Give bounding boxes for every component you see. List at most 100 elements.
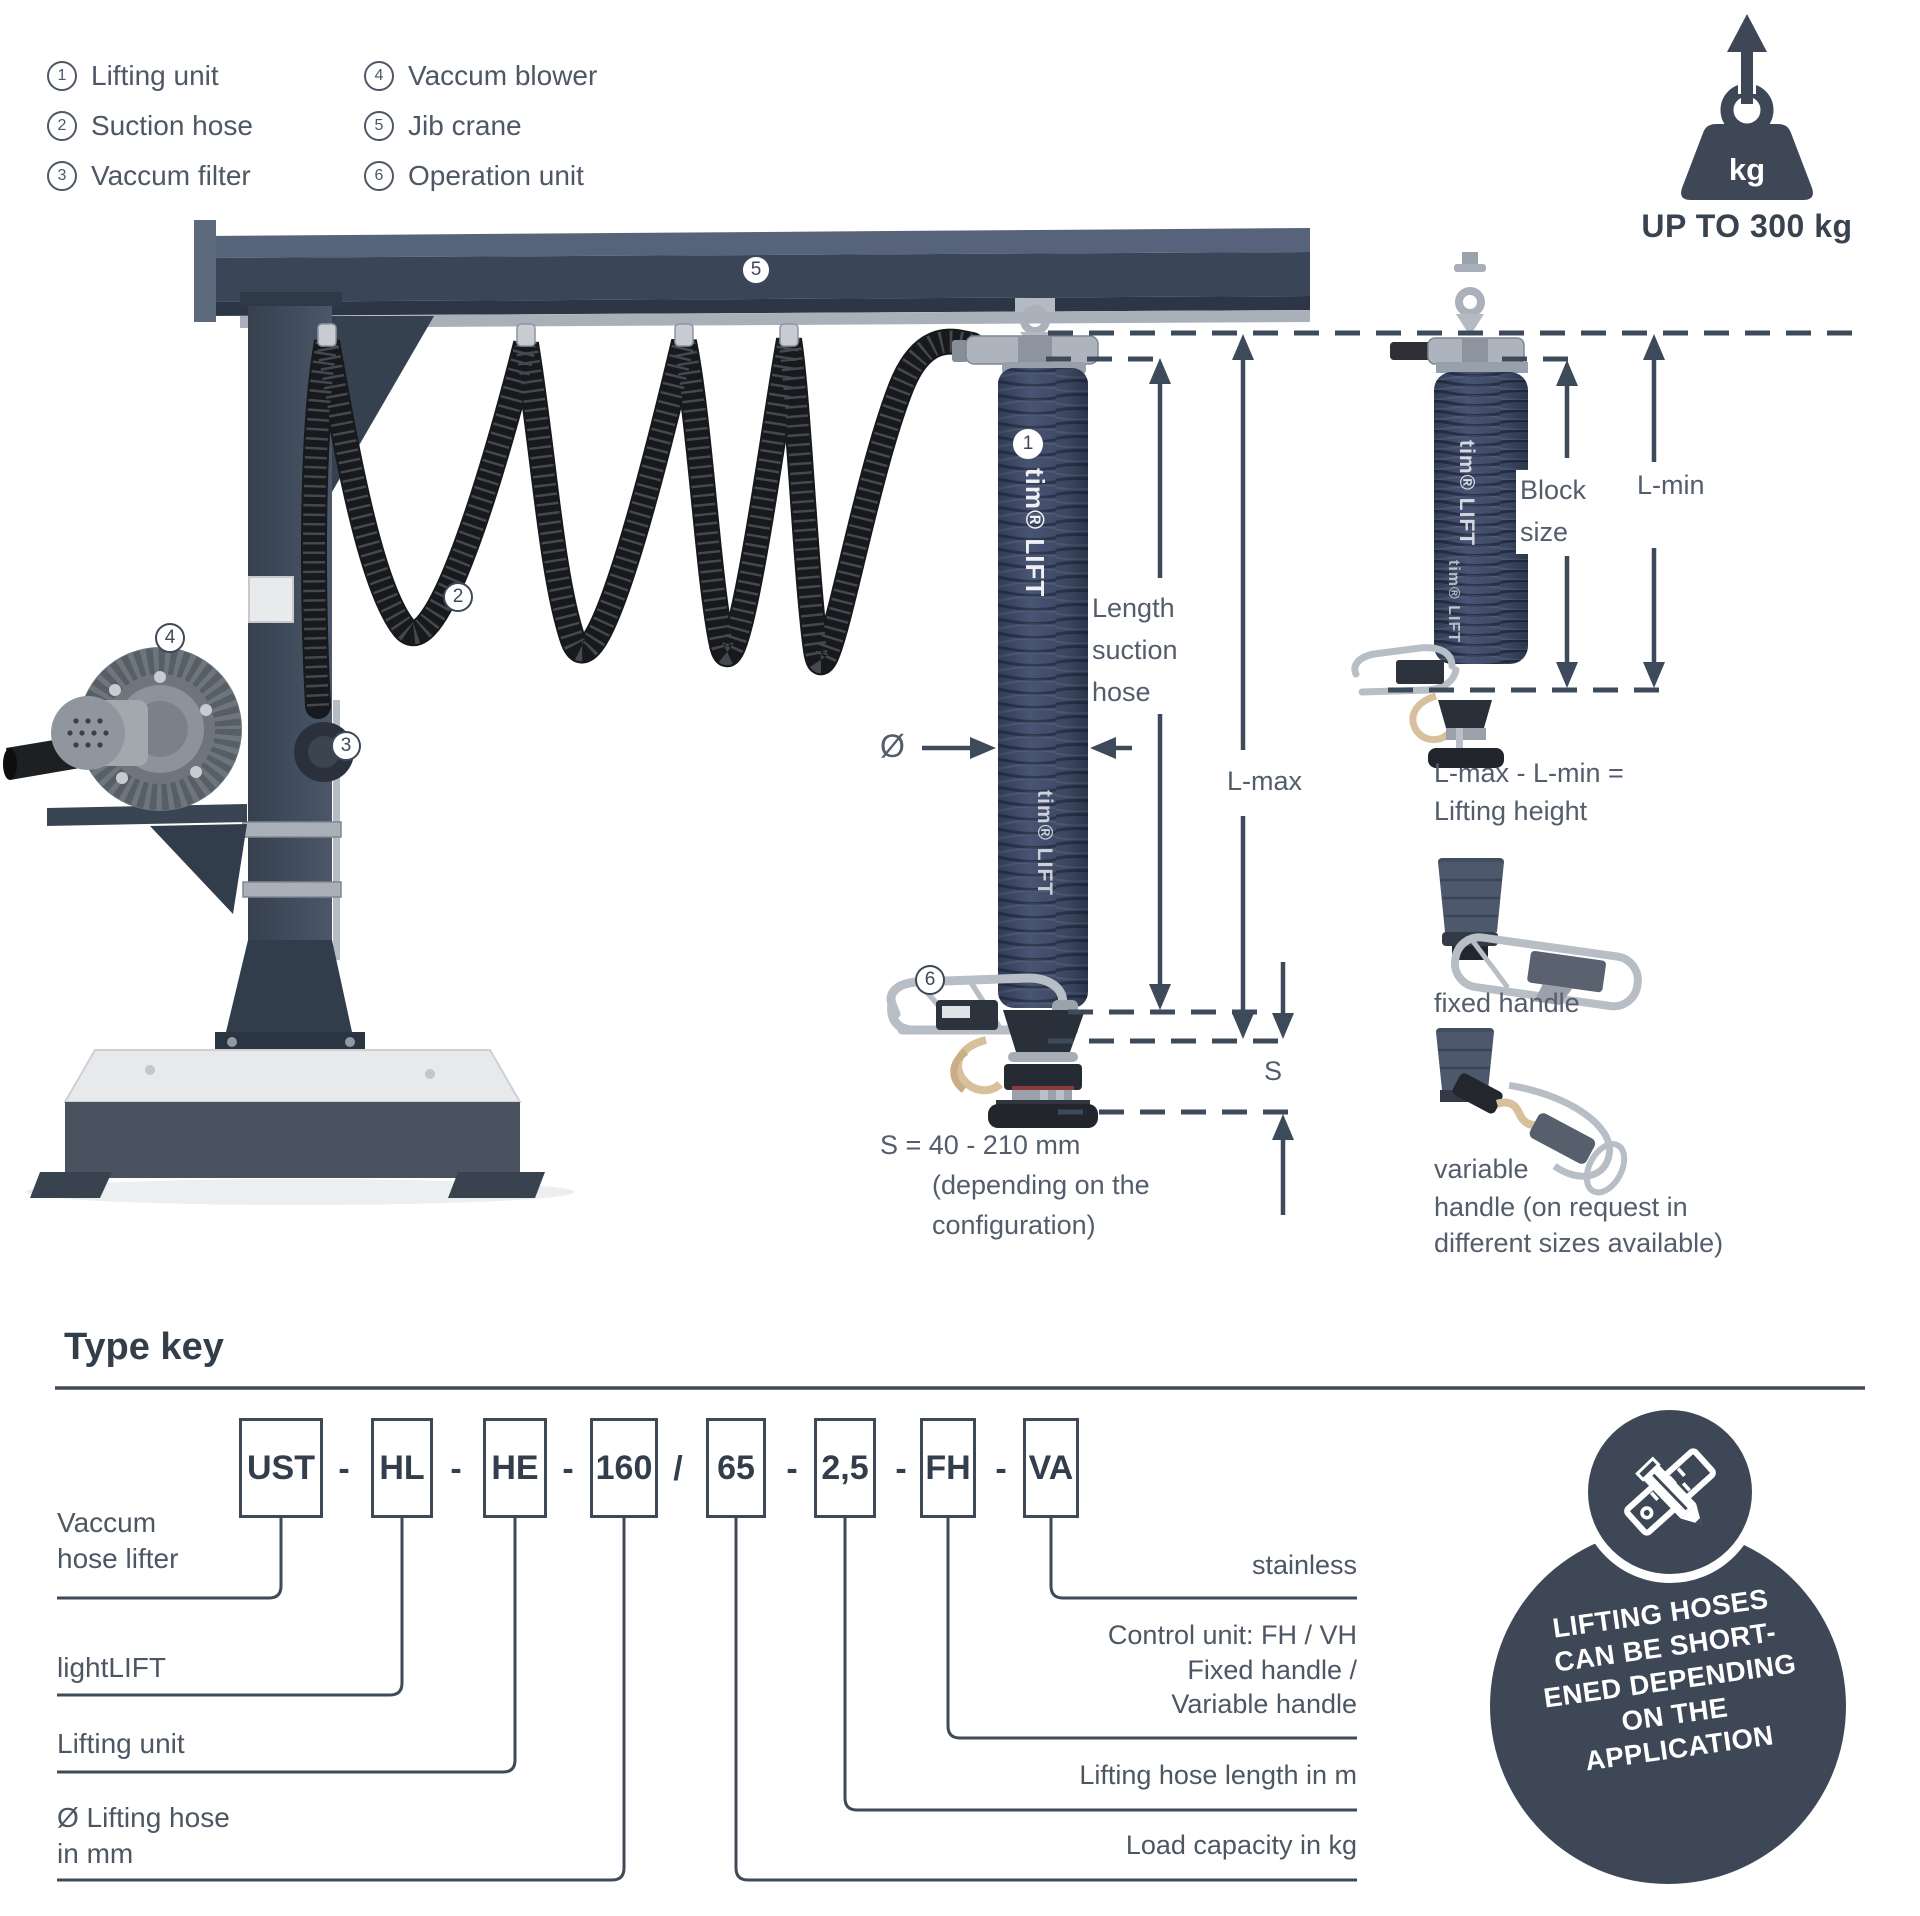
- type-key-separator: -: [338, 1450, 350, 1488]
- base-front: [65, 1102, 520, 1178]
- legend-label: Vaccum blower: [408, 60, 598, 91]
- legend-label: Lifting unit: [91, 60, 219, 91]
- type-key-label-hose-diameter: Ø Lifting hose in mm: [57, 1800, 230, 1873]
- swivel-hook: [1020, 305, 1050, 335]
- type-key-label-lightlift: lightLIFT: [57, 1650, 166, 1686]
- lifting-height-line2: Lifting height: [1434, 796, 1588, 826]
- lifting-height-line1: L-max - L-min =: [1434, 758, 1624, 788]
- up-arrow-icon: [1727, 14, 1767, 52]
- kg-badge-label: kg: [1728, 152, 1766, 187]
- type-key-connectors: [55, 1386, 1865, 1882]
- type-key-box-ust: UST: [239, 1418, 323, 1518]
- type-key-separator: -: [786, 1450, 798, 1488]
- type-key-label-vacuum-hose-lifter: Vaccum hose lifter: [57, 1505, 178, 1578]
- type-key-box-he: HE: [483, 1418, 547, 1518]
- tk-line: Fixed handle /: [1187, 1654, 1357, 1685]
- s-label: S: [1264, 1056, 1283, 1086]
- column-foot: [226, 940, 352, 1032]
- l-min-label: L-min: [1632, 468, 1710, 504]
- legend-number: 2: [47, 111, 77, 141]
- type-key-box-160: 160: [590, 1418, 658, 1518]
- tk-line: Variable handle: [1171, 1689, 1357, 1720]
- fixed-handle-photo: [1438, 858, 1642, 1011]
- marker-operation-unit: 6: [915, 965, 945, 995]
- fixed-handle-label: fixed handle: [1434, 988, 1580, 1018]
- legend-number: 4: [364, 61, 394, 91]
- badge-circle: [1490, 1528, 1846, 1884]
- l-max-label: L-max: [1222, 764, 1308, 800]
- diameter-label: Ø: [880, 728, 905, 764]
- column-label: [248, 576, 294, 623]
- marker-vacuum-filter: 3: [331, 731, 361, 761]
- tk-line: Load capacity in kg: [1125, 1830, 1357, 1860]
- marker-suction-hose: 2: [443, 582, 473, 612]
- type-key-box-25: 2,5: [814, 1418, 876, 1518]
- tk-line: hose lifter: [57, 1543, 179, 1575]
- type-key-box-hl: HL: [371, 1418, 433, 1518]
- ruler-pencil-icon: [1624, 1448, 1716, 1536]
- marker-lifting-unit: 1: [1013, 429, 1043, 459]
- s-note-line3: configuration): [932, 1210, 1096, 1240]
- handle-tube: [1351, 644, 1456, 678]
- variable-handle-line1: variable: [1434, 1154, 1529, 1184]
- marker-jib-crane: 5: [741, 255, 771, 285]
- beam-end-plate: [194, 220, 216, 322]
- tk-line: Lifting unit: [57, 1728, 185, 1759]
- lifting-unit-main: [886, 298, 1099, 1128]
- type-key-label-hose-length: Lifting hose length in m: [1079, 1758, 1357, 1793]
- legend-item-lifting-unit: 1 Lifting unit: [47, 60, 219, 92]
- variable-handle-photo: [1436, 1028, 1628, 1196]
- lifting-unit-compact: [1351, 252, 1528, 768]
- capacity-icon: [1681, 14, 1813, 200]
- type-key-separator: -: [895, 1450, 907, 1488]
- type-key-separator: -: [450, 1450, 462, 1488]
- dimension-lines: [922, 330, 1855, 1215]
- legend-number: 3: [47, 161, 77, 191]
- legend-item-operation-unit: 6 Operation unit: [364, 160, 584, 192]
- hose-brand-text: tim® LIFT: [1020, 468, 1050, 598]
- type-key-separator: -: [562, 1450, 574, 1488]
- dim-line: Length: [1088, 588, 1182, 630]
- clamp: [242, 821, 342, 838]
- type-key-separator: -: [995, 1450, 1007, 1488]
- type-key-label-control-unit: Control unit: FH / VH Fixed handle / Var…: [1108, 1618, 1357, 1722]
- weight-body: [1681, 124, 1813, 200]
- swivel-hook: [1455, 287, 1485, 317]
- tk-line: Ø Lifting hose: [57, 1802, 230, 1833]
- legend-number: 1: [47, 61, 77, 91]
- legend-item-jib-crane: 5 Jib crane: [364, 110, 522, 142]
- hose-trolleys: [317, 323, 799, 347]
- type-key-separator: /: [673, 1450, 683, 1488]
- base-top: [63, 1049, 522, 1103]
- type-key-label-lifting-unit: Lifting unit: [57, 1726, 185, 1762]
- hose-brand-text: tim® LIFT: [1455, 440, 1478, 547]
- operation-unit: [886, 973, 1098, 1128]
- hose-brand-text: tim® LIFT: [1445, 560, 1462, 643]
- variable-handle-line2: handle (on request in: [1434, 1192, 1688, 1222]
- tk-line: in mm: [57, 1838, 134, 1870]
- dim-line: Block: [1516, 470, 1591, 512]
- hose-brand-text: tim® LIFT: [1033, 790, 1056, 897]
- tk-line: lightLIFT: [57, 1652, 166, 1683]
- legend-number: 6: [364, 161, 394, 191]
- spiral-hose: [954, 1036, 1003, 1095]
- legend-label: Vaccum filter: [91, 160, 251, 191]
- type-key-box-65: 65: [706, 1418, 766, 1518]
- block-size-label: Block size: [1516, 470, 1591, 554]
- capacity-text: UP TO 300 kg: [1641, 208, 1853, 244]
- s-note-line1: S = 40 - 210 mm: [880, 1130, 1081, 1160]
- badge-icon-circle: [1579, 1401, 1761, 1583]
- type-key-title: Type key: [64, 1326, 224, 1368]
- s-note-line2: (depending on the: [932, 1170, 1150, 1200]
- tk-line: Control unit: FH / VH: [1107, 1620, 1357, 1650]
- legend-label: Suction hose: [91, 110, 253, 141]
- type-key-label-load-capacity: Load capacity in kg: [1126, 1828, 1357, 1863]
- dim-line: suction: [1088, 629, 1182, 672]
- variable-handle-line3: different sizes available): [1434, 1228, 1724, 1258]
- tk-line: Lifting hose length in m: [1079, 1760, 1357, 1790]
- tk-line: stainless: [1251, 1550, 1357, 1580]
- suction-pad: [1428, 748, 1504, 768]
- legend-label: Operation unit: [408, 160, 584, 191]
